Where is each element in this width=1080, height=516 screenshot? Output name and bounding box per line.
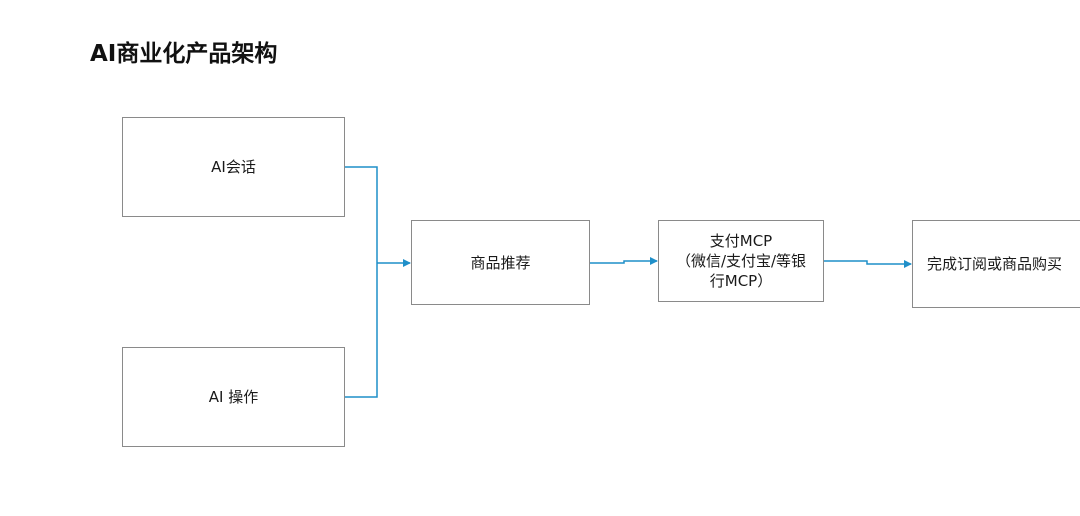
node-payment-mcp-line2: （微信/支付宝/等银 <box>675 252 807 270</box>
node-product-recommend-label: 商品推荐 <box>470 253 531 272</box>
node-complete-purchase-label: 完成订阅或商品购买 <box>927 255 1063 273</box>
diagram-title: AI商业化产品架构 <box>90 41 278 67</box>
node-payment-mcp-line1: 支付MCP <box>709 232 773 250</box>
node-payment-mcp-line3: 行MCP） <box>709 272 773 290</box>
node-ai-chat: AI会话 <box>122 117 345 217</box>
node-complete-purchase: 完成订阅或商品购买 <box>912 220 1080 308</box>
node-payment-mcp: 支付MCP （微信/支付宝/等银 行MCP） <box>658 220 824 302</box>
arrow-payment-mcp-to-complete-purchase <box>823 260 912 268</box>
node-ai-chat-label: AI会话 <box>211 158 256 176</box>
arrow-product-recommend-to-payment-mcp <box>590 257 658 265</box>
connector-ai-chat-to-merge <box>344 166 378 263</box>
node-ai-ops: AI 操作 <box>122 347 345 447</box>
node-ai-ops-label: AI 操作 <box>208 388 259 406</box>
connector-ai-ops-to-merge <box>344 263 378 398</box>
node-product-recommend: 商品推荐 <box>411 220 590 305</box>
